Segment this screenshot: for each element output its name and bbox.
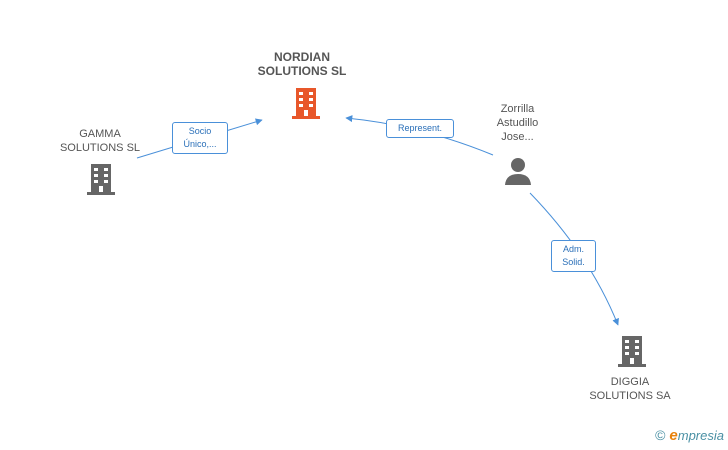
edge-label-adm-solid[interactable]: Adm. Solid. (551, 240, 596, 272)
copyright-symbol: © (655, 427, 666, 443)
edge-label-socio[interactable]: Socio Único,... (172, 122, 228, 154)
node-label-zorrilla: Zorrilla Astudillo Jose... (496, 103, 539, 143)
node-label-nordian: NORDIAN SOLUTIONS SL (257, 50, 347, 78)
brand-name: mpresia (677, 428, 724, 443)
building-icon-nordian[interactable] (290, 86, 322, 120)
brand-initial: e (669, 427, 678, 444)
building-icon-gamma[interactable] (85, 162, 117, 196)
person-icon-zorrilla[interactable] (503, 156, 533, 186)
node-label-gamma: GAMMA SOLUTIONS SL (59, 128, 141, 154)
empresia-logo[interactable]: ©empresia (655, 427, 724, 444)
edge-label-represent[interactable]: Represent. (386, 119, 454, 138)
node-label-diggia: DIGGIA SOLUTIONS SA (589, 376, 671, 402)
building-icon-diggia[interactable] (616, 334, 648, 368)
